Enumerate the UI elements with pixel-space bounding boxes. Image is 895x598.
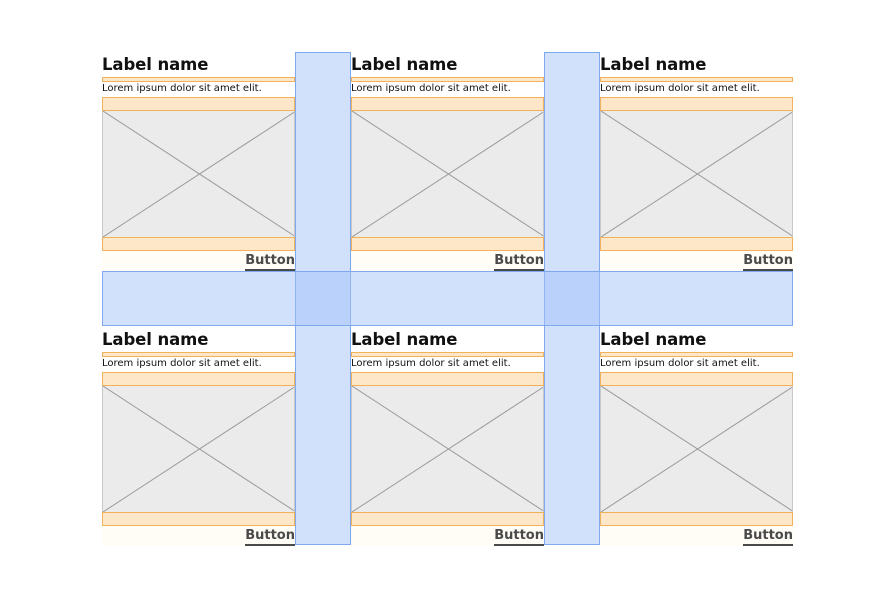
spacer-guide [102,372,295,386]
card-description: Lorem ipsum dolor sit amet elit. [600,83,760,94]
card-footer [600,526,793,546]
spacer-guide [600,512,793,526]
spacer-guide [102,512,295,526]
spacer-guide [600,237,793,251]
image-placeholder-icon [600,386,793,512]
spacer-guide [102,97,295,111]
card-label: Label name [600,330,707,349]
card-footer [102,526,295,546]
card-button[interactable]: Button [494,253,544,271]
card-label: Label name [102,55,209,74]
spacer-guide [102,237,295,251]
spacer-guide [600,77,793,82]
card-description: Lorem ipsum dolor sit amet elit. [102,83,262,94]
card-label: Label name [351,330,458,349]
image-placeholder-icon [600,111,793,237]
card-description: Lorem ipsum dolor sit amet elit. [102,358,262,369]
gutter-row [102,271,793,326]
image-placeholder-icon [351,111,544,237]
spacer-guide [600,352,793,357]
spacer-guide [351,97,544,111]
card-description: Lorem ipsum dolor sit amet elit. [351,83,511,94]
card-button[interactable]: Button [494,528,544,546]
card-footer [351,526,544,546]
card-footer [600,251,793,271]
card-footer [102,251,295,271]
card-label: Label name [102,330,209,349]
image-placeholder-icon [102,111,295,237]
spacer-guide [102,352,295,357]
card-label: Label name [351,55,458,74]
image-placeholder-icon [102,386,295,512]
image-placeholder-icon [351,386,544,512]
spacer-guide [351,77,544,82]
card-description: Lorem ipsum dolor sit amet elit. [600,358,760,369]
card-button[interactable]: Button [245,528,295,546]
card-description: Lorem ipsum dolor sit amet elit. [351,358,511,369]
spacer-guide [351,237,544,251]
card-button[interactable]: Button [743,528,793,546]
card-button[interactable]: Button [245,253,295,271]
spacer-guide [351,512,544,526]
spacer-guide [351,352,544,357]
card-label: Label name [600,55,707,74]
card-footer [351,251,544,271]
card-button[interactable]: Button [743,253,793,271]
spacer-guide [600,372,793,386]
spacer-guide [351,372,544,386]
spacer-guide [102,77,295,82]
spacer-guide [600,97,793,111]
